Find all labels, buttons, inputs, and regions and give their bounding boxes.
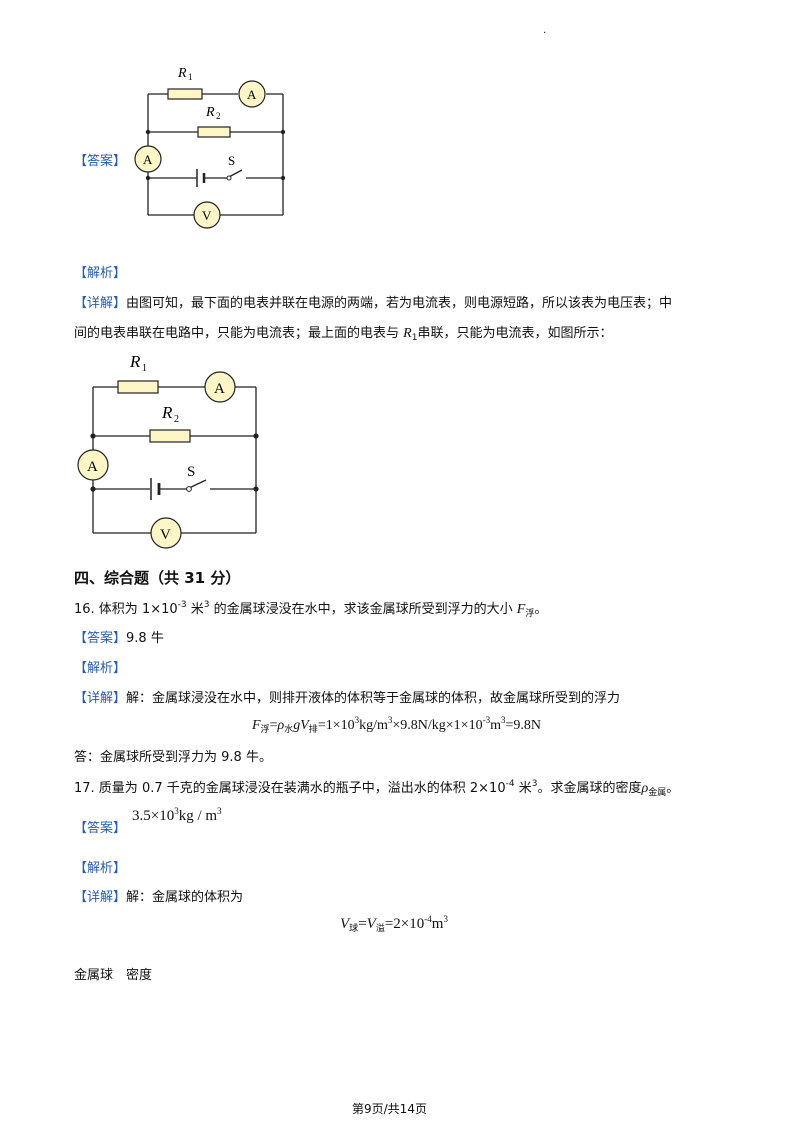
resistor-r1 — [167, 88, 203, 100]
formula-17: V球=V溢=2×10-4m3 — [340, 914, 448, 933]
resistor-r1 — [117, 380, 159, 394]
svg-text:A: A — [247, 87, 257, 102]
section-heading: 四、综合题（共 31 分） — [74, 569, 241, 587]
svg-text:R: R — [177, 66, 187, 81]
circuit-diagram-explanation: R 1 R 2 S A A V — [77, 352, 259, 549]
svg-text:A: A — [87, 459, 98, 475]
top-dot: · — [543, 28, 547, 39]
svg-text:V: V — [202, 208, 212, 223]
answer-16: 【答案】9.8 牛 — [74, 631, 164, 646]
svg-text:S: S — [187, 464, 195, 480]
trailing-text: 金属球 密度 — [74, 968, 153, 983]
svg-text:R: R — [161, 403, 173, 422]
svg-text:A: A — [143, 152, 153, 167]
analysis-label-16: 【解析】 — [74, 661, 127, 676]
answer-label-17: 【答案】 — [74, 821, 127, 836]
answer-17: 3.5×103kg / m3 — [132, 806, 222, 824]
svg-text:R: R — [129, 352, 141, 371]
formula-16: F浮=ρ水gV排=1×103kg/m3×9.8N/kg×1×10-3m3=9.8… — [252, 715, 541, 734]
conclusion-16: 答：金属球所受到浮力为 9.8 牛。 — [74, 750, 272, 765]
svg-text:1: 1 — [188, 72, 193, 82]
page-footer: 第9页/共14页 — [352, 1102, 427, 1116]
svg-text:S: S — [228, 153, 235, 168]
resistor-r2 — [149, 429, 191, 443]
svg-text:R: R — [205, 105, 215, 120]
svg-text:V: V — [160, 527, 171, 543]
circuit-diagram-answer: R 1 R 2 S A A V — [134, 66, 286, 229]
answer-label-1: 【答案】 — [74, 154, 127, 169]
analysis-label-17: 【解析】 — [74, 861, 127, 876]
svg-text:2: 2 — [174, 414, 179, 425]
detail-paragraph-1-line2: 间的电表串联在电路中，只能为电流表；最上面的电表与 R1串联，只能为电流表，如图… — [74, 326, 613, 343]
detail-16: 【详解】解：金属球浸没在水中，则排开液体的体积等于金属球的体积，故金属球所受到的… — [74, 691, 621, 706]
svg-text:2: 2 — [216, 111, 221, 121]
detail-paragraph-1: 【详解】由图可知，最下面的电表并联在电源的两端，若为电流表，则电源短路，所以该表… — [74, 296, 673, 311]
question-16: 16. 体积为 1×10-3 米3 的金属球浸没在水中，求该金属球所受到浮力的大… — [74, 600, 548, 619]
svg-text:A: A — [214, 381, 225, 397]
question-17: 17. 质量为 0.7 千克的金属球浸没在装满水的瓶子中，溢出水的体积 2×10… — [74, 779, 680, 798]
detail-17: 【详解】解：金属球的体积为 — [74, 890, 244, 905]
analysis-label-1: 【解析】 — [74, 266, 127, 281]
resistor-r2 — [197, 126, 231, 138]
svg-text:1: 1 — [142, 363, 147, 374]
